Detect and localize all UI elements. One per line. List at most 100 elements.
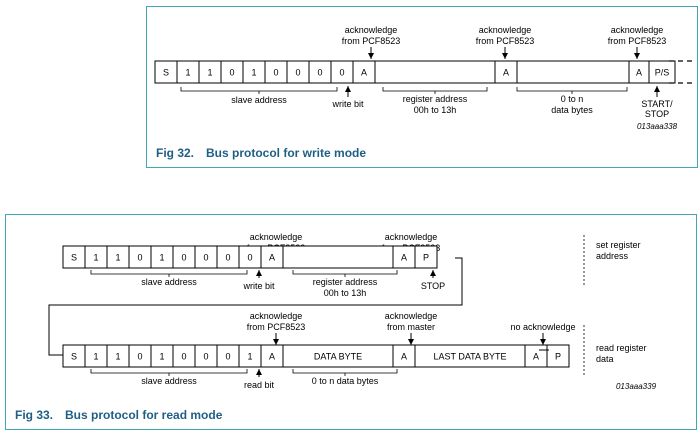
slave-address-label: slave address	[231, 95, 287, 105]
read-data-frame-cell-label-2: 1	[115, 352, 120, 362]
start-stop-label-line2: STOP	[645, 109, 669, 119]
write-frame-cell-label-6: 0	[295, 68, 300, 78]
write-bit-label: write bit	[331, 99, 364, 109]
set-register-frame-cell-label-12: P	[423, 253, 429, 263]
figure-32-write-mode: acknowledge from PCF8523 acknowledge fro…	[146, 6, 698, 168]
set-register-frame-cell-label-4: 1	[159, 253, 164, 263]
row1-slave-address-label: slave address	[141, 277, 197, 287]
write-frame-cell-label-3: 0	[229, 68, 234, 78]
caption-number: Fig 32.	[156, 146, 195, 160]
set-register-frame-cell-label-1: 1	[93, 253, 98, 263]
set-register-label-line1: set register	[596, 240, 641, 250]
write-frame-cell-10	[374, 60, 496, 84]
row2-ack1-label-line2: from PCF8523	[247, 322, 306, 332]
set-register-frame-cell-label-11: A	[401, 253, 407, 263]
row2-ack2-label-line2: from master	[387, 322, 435, 332]
set-register-frame-cell-label-0: S	[71, 253, 77, 263]
figure-33-caption: Fig 33. Bus protocol for read mode	[15, 408, 222, 422]
set-register-frame-cell-label-8: 0	[247, 253, 252, 263]
row2-ack1-label-line1: acknowledge	[250, 311, 303, 321]
write-frame-cell-14	[648, 60, 676, 84]
ack2-label-line1: acknowledge	[479, 25, 532, 35]
set-register-frame-cell-label-5: 0	[181, 253, 186, 263]
row1-ack2-label-line1: acknowledge	[385, 232, 438, 242]
write-frame-cell-label-9: A	[361, 68, 367, 78]
row2-data-bytes-brace	[292, 369, 398, 376]
read-data-frame-cell-label-7: 0	[225, 352, 230, 362]
read-data-frame-cell-label-11: A	[401, 352, 407, 362]
ack1-label-line2: from PCF8523	[342, 36, 401, 46]
row2-no-ack-label: no acknowledge	[510, 322, 575, 332]
read-register-label-line1: read register	[596, 343, 647, 353]
read-data-frame-cell-label-14: P	[555, 352, 561, 362]
figure-id-label: 013aaa339	[616, 382, 657, 391]
row1-write-bit-label: write bit	[242, 281, 275, 291]
write-frame-cell-label-7: 0	[317, 68, 322, 78]
figure-32-caption: Fig 32. Bus protocol for write mode	[156, 146, 366, 160]
register-range-label: 00h to 13h	[414, 105, 457, 115]
read-data-frame: S 1 1 0 1 0 0 0 1 A DATA BYTE A LAST DATA BYTE A P	[62, 344, 570, 368]
read-data-frame-cell-14	[546, 344, 570, 368]
row2-slave-address-label: slave address	[141, 376, 197, 386]
read-data-frame-cell-label-9: A	[269, 352, 275, 362]
caption-title: Bus protocol for read mode	[65, 408, 223, 422]
set-register-frame-cell-12	[414, 245, 438, 269]
set-register-frame-cell-10	[282, 245, 394, 269]
slave-address-brace	[180, 87, 338, 94]
figure-33-read-mode: acknowledge from PCF8523 acknowledge fro…	[5, 214, 697, 430]
read-data-frame-cell-label-12: LAST DATA BYTE	[433, 352, 506, 362]
row2-ack2-label-line1: acknowledge	[385, 311, 438, 321]
row1-stop-label: STOP	[421, 281, 445, 291]
data-bytes-label-line2: data bytes	[551, 105, 593, 115]
read-data-frame-cell-label-10: DATA BYTE	[314, 352, 362, 362]
ack1-label-line1: acknowledge	[345, 25, 398, 35]
row2-read-bit-label: read bit	[244, 380, 275, 390]
read-data-frame-cell-label-4: 1	[159, 352, 164, 362]
write-frame-cell-label-4: 1	[251, 68, 256, 78]
write-frame-cell-label-11: A	[503, 68, 509, 78]
write-frame-cell-label-8: 0	[339, 68, 344, 78]
write-frame-cell-label-14: P/S	[655, 68, 670, 78]
read-data-frame-cell-label-0: S	[71, 352, 77, 362]
ack2-label-line2: from PCF8523	[476, 36, 535, 46]
read-data-frame-cell-label-3: 0	[137, 352, 142, 362]
caption-number: Fig 33.	[15, 408, 54, 422]
figure-id-label: 013aaa338	[637, 122, 678, 131]
read-data-frame-cell-label-5: 0	[181, 352, 186, 362]
read-register-label-line2: data	[596, 354, 614, 364]
register-address-brace	[382, 87, 488, 94]
start-stop-label-line1: START/	[641, 99, 673, 109]
ack3-label-line1: acknowledge	[611, 25, 664, 35]
read-data-frame-cell-label-1: 1	[93, 352, 98, 362]
set-register-frame-cell-label-9: A	[269, 253, 275, 263]
read-data-frame-cell-label-13: A	[533, 352, 539, 362]
write-frame: S 1 1 0 1 0 0 0 0 A A A P/S	[154, 60, 676, 84]
row1-register-range-label: 00h to 13h	[324, 288, 367, 298]
set-register-frame-cell-label-2: 1	[115, 253, 120, 263]
data-bytes-label-line1: 0 to n	[561, 94, 584, 104]
connector-line	[48, 257, 463, 356]
set-register-frame-cell-label-7: 0	[225, 253, 230, 263]
row1-register-address-label: register address	[313, 277, 378, 287]
data-bytes-brace	[516, 87, 628, 94]
row2-data-bytes-label: 0 to n data bytes	[312, 376, 379, 386]
row1-slave-address-brace	[90, 270, 248, 277]
write-frame-cell-label-0: S	[163, 68, 169, 78]
row1-register-address-brace	[292, 270, 398, 277]
write-frame-cell-label-1: 1	[185, 68, 190, 78]
read-mode-diagram: acknowledge from PCF8523 acknowledge fro…	[48, 232, 657, 391]
write-mode-diagram: acknowledge from PCF8523 acknowledge fro…	[154, 25, 695, 131]
set-register-label-line2: address	[596, 251, 629, 261]
read-data-frame-cell-label-8: 1	[247, 352, 252, 362]
write-frame-cell-label-5: 0	[273, 68, 278, 78]
caption-title: Bus protocol for write mode	[206, 146, 367, 160]
write-frame-cell-label-2: 1	[207, 68, 212, 78]
row1-ack1-label-line1: acknowledge	[250, 232, 303, 242]
read-data-frame-cell-label-6: 0	[203, 352, 208, 362]
set-register-frame-cell-label-6: 0	[203, 253, 208, 263]
write-frame-cell-label-13: A	[636, 68, 642, 78]
row2-slave-address-brace	[90, 369, 248, 376]
set-register-frame-cell-label-3: 0	[137, 253, 142, 263]
ack3-label-line2: from PCF8523	[608, 36, 667, 46]
set-register-frame: S 1 1 0 1 0 0 0 0 A A P	[62, 245, 438, 269]
